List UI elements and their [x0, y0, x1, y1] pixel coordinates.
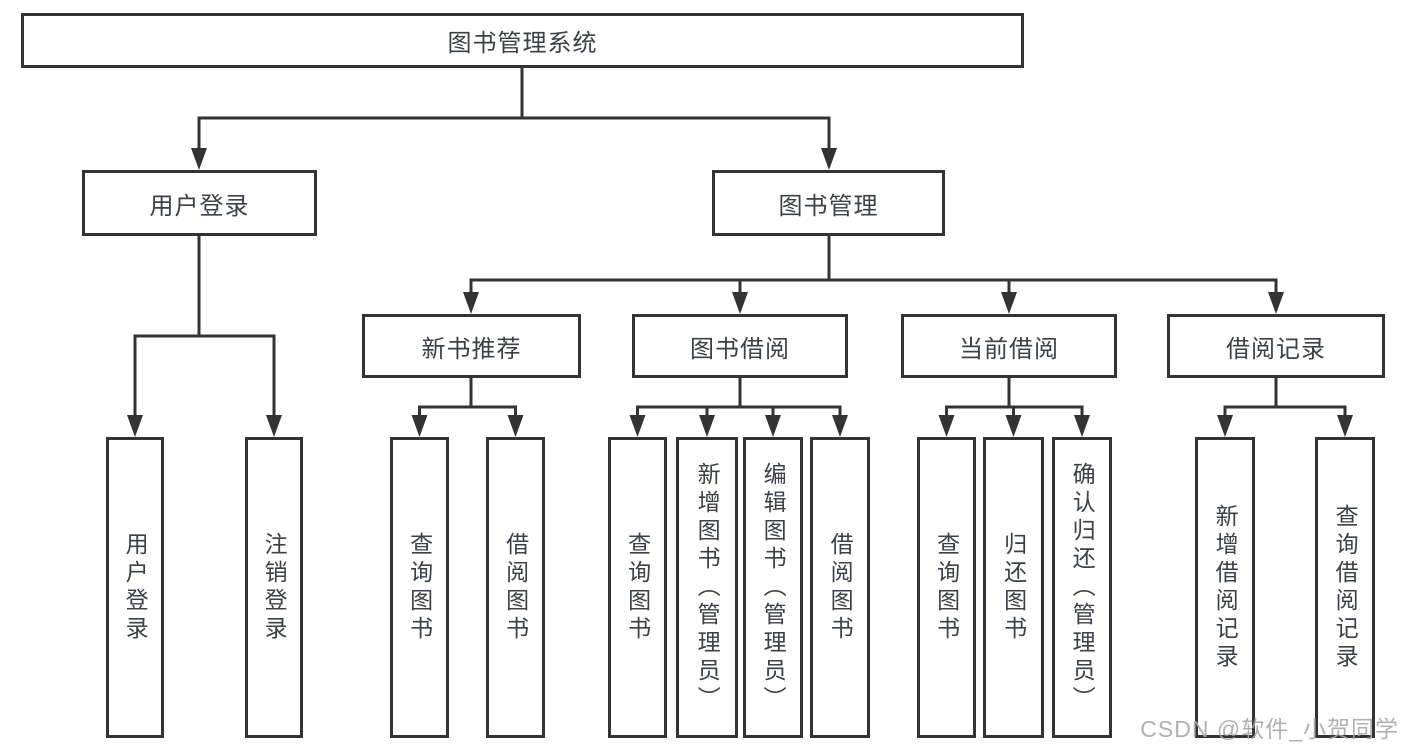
node-user-login-label: 用户登录	[149, 192, 250, 220]
leaf-recommend-borrow-books: 借阅图书	[486, 437, 545, 738]
node-book-borrowing-label: 图书借阅	[690, 335, 790, 363]
leaf-borrow-book: 借阅图书	[810, 437, 870, 738]
node-library-system: 图书管理系统	[21, 13, 1024, 68]
node-current-borrowing-label: 当前借阅	[959, 335, 1059, 363]
node-new-book-recommend: 新书推荐	[362, 314, 581, 378]
leaf-add-book-admin: 新增图书（管理员）	[676, 437, 738, 738]
node-borrowing-records: 借阅记录	[1167, 314, 1385, 378]
node-borrowing-records-label: 借阅记录	[1226, 335, 1326, 363]
leaf-edit-book-admin: 编辑图书（管理员）	[743, 437, 803, 738]
arrowheads	[127, 148, 1353, 437]
node-current-borrowing: 当前借阅	[901, 314, 1117, 378]
leaf-confirm-return-admin: 确认归还（管理员）	[1052, 437, 1112, 738]
node-user-login: 用户登录	[82, 170, 317, 236]
node-library-system-label: 图书管理系统	[447, 30, 598, 57]
leaf-current-query-books: 查询图书	[917, 437, 976, 738]
node-new-book-recommend-label: 新书推荐	[421, 335, 522, 363]
leaf-add-borrow-record: 新增借阅记录	[1195, 437, 1255, 738]
node-book-borrowing: 图书借阅	[632, 314, 848, 378]
leaf-borrowing-query-books: 查询图书	[608, 437, 667, 738]
leaf-return-book: 归还图书	[983, 437, 1044, 738]
leaf-user-login: 用户登录	[106, 437, 164, 738]
node-book-management-label: 图书管理	[778, 192, 879, 220]
leaf-logout: 注销登录	[245, 437, 303, 738]
leaf-query-borrow-record: 查询借阅记录	[1315, 437, 1375, 738]
node-book-management: 图书管理	[712, 170, 945, 236]
leaf-recommend-query-books: 查询图书	[390, 437, 449, 738]
csdn-watermark: CSDN @软件_小贺同学	[1140, 716, 1399, 742]
